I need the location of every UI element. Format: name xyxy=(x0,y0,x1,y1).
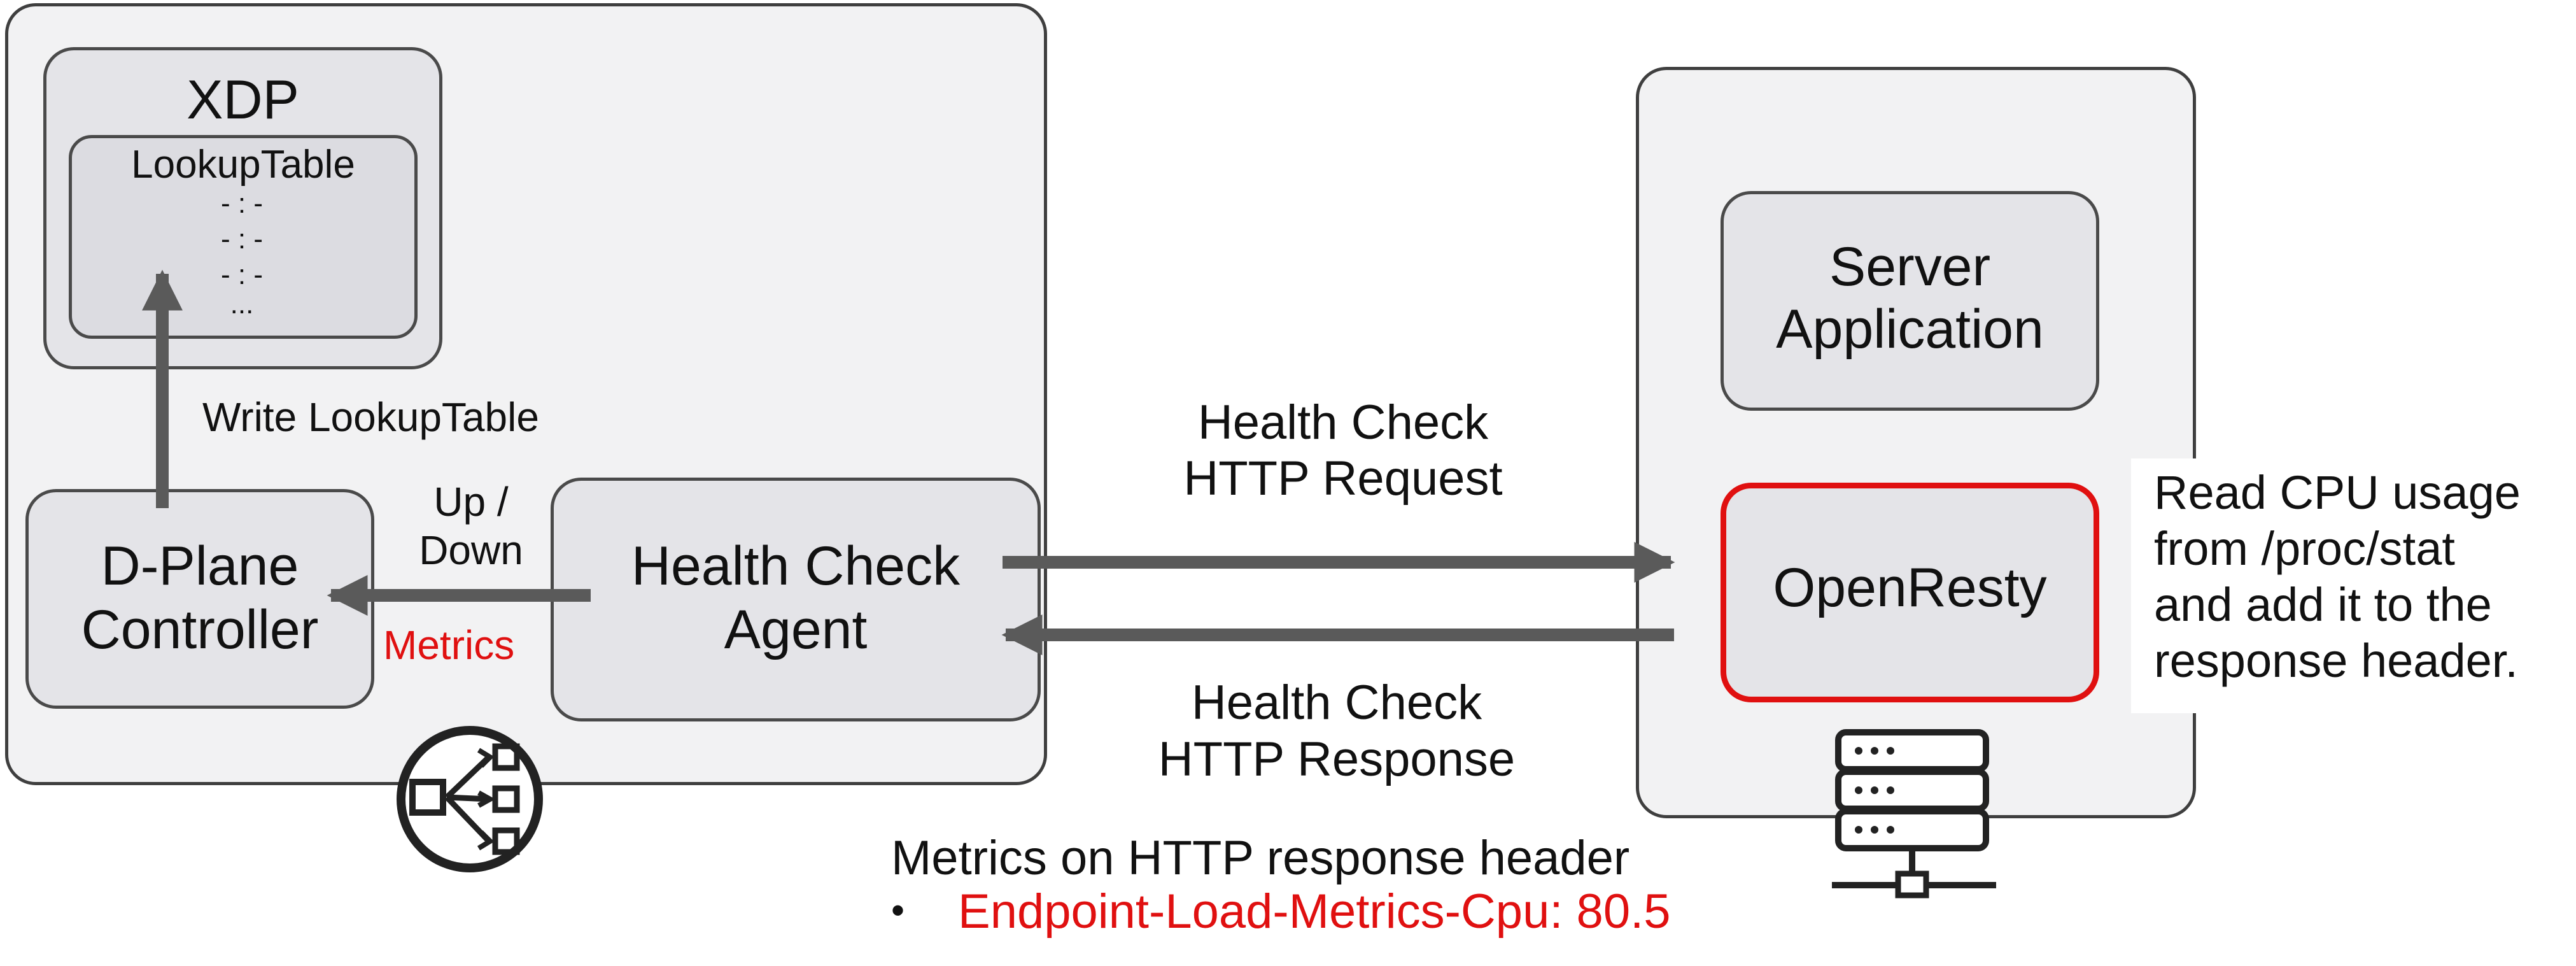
health-check-agent-box xyxy=(551,478,1041,721)
up-down-label-line1: Up / xyxy=(433,479,509,525)
health-check-agent-label-line2: Agent xyxy=(724,599,868,660)
openresty-box xyxy=(1721,483,2099,702)
write-lookuptable-label: Write LookupTable xyxy=(202,394,539,440)
footer-metric-item: Endpoint-Load-Metrics-Cpu: 80.5 xyxy=(958,884,1671,939)
footer-bullet: • xyxy=(891,889,905,932)
http-request-label-line2: HTTP Request xyxy=(1183,451,1503,506)
note-line: and add it to the xyxy=(2154,578,2492,631)
http-response-label-line2: HTTP Response xyxy=(1158,732,1516,786)
health-check-agent-label-line1: Health Check xyxy=(631,536,961,597)
footer-title: Metrics on HTTP response header xyxy=(891,831,1630,885)
note-line: from /proc/stat xyxy=(2154,522,2455,575)
lookup-table-row: - : - xyxy=(221,259,263,290)
note-line: response header. xyxy=(2154,634,2518,687)
xdp-title: XDP xyxy=(187,69,299,131)
server-rack-icon xyxy=(1832,729,1996,899)
openresty-label: OpenResty xyxy=(1773,557,2047,618)
dplane-controller-label-line1: D-Plane xyxy=(101,536,299,597)
server-application-box xyxy=(1721,191,2099,411)
note-line: Read CPU usage xyxy=(2154,466,2521,519)
load-balancer-icon xyxy=(397,726,543,872)
http-request-label-line1: Health Check xyxy=(1197,395,1489,450)
dplane-controller-box xyxy=(25,489,374,709)
lookup-table-box xyxy=(69,135,418,339)
lookup-table-title: LookupTable xyxy=(131,143,355,187)
dplane-controller-label-line2: Controller xyxy=(81,599,319,660)
server-application-label-line1: Server xyxy=(1829,236,1991,297)
lookup-table-row: - : - xyxy=(221,188,263,219)
lookup-table-row: ... xyxy=(230,288,254,320)
lookup-table-row: - : - xyxy=(221,224,263,255)
cpu-usage-note: Read CPU usage from /proc/stat and add i… xyxy=(2131,458,2570,713)
up-down-label-line2: Down xyxy=(419,527,523,573)
server-application-label-line2: Application xyxy=(1776,299,2044,360)
metrics-label: Metrics xyxy=(383,622,515,668)
http-response-label-line1: Health Check xyxy=(1191,676,1482,730)
